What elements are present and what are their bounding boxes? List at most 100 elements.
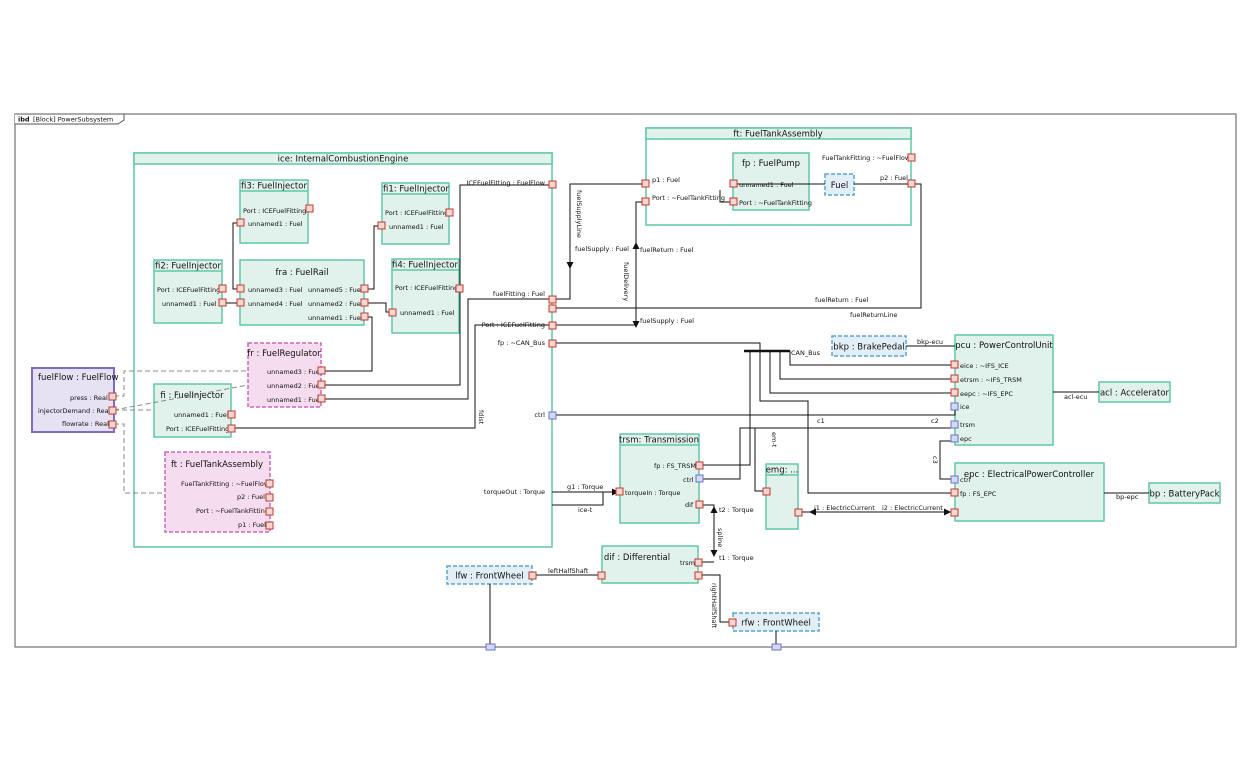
connector-label: i2 : ElectricCurrent — [882, 504, 943, 512]
connector-label: i1 : ElectricCurrent — [814, 504, 875, 512]
port-label: fp : FS_EPC — [960, 490, 997, 498]
connector-label: c1 — [817, 417, 825, 425]
port-label: ctrl — [534, 411, 545, 419]
block-title: pcu : PowerControlUnit — [955, 341, 1053, 351]
block-fra[interactable]: fra : FuelRail unnamed3 : Fuel unnamed4 … — [240, 260, 364, 325]
block-title: fuelFlow : FuelFlow — [38, 373, 118, 383]
port-label: unnamed1 : Fuel — [162, 300, 217, 308]
connector-label: fuelReturn : Fuel — [640, 246, 694, 254]
port-label: injectorDemand : Real — [38, 407, 111, 415]
block-lfw[interactable]: lfw : FrontWheel — [447, 566, 532, 584]
port-label: Port : ICEFuelFitting — [395, 284, 458, 292]
connector-label: fuelReturnLine — [850, 311, 897, 319]
port-label: eepc : ~IFS_EPC — [960, 390, 1013, 398]
port-label: unnamed3 : Fuel — [248, 286, 303, 294]
port-label: etrsm : ~IFS_TRSM — [960, 376, 1022, 384]
block-bp[interactable]: bp : BatteryPack — [1149, 483, 1220, 503]
connector-label: g1 : Torque — [567, 483, 603, 491]
port-label: trsm — [680, 559, 695, 567]
block-fi4[interactable]: fi4: FuelInjector Port : ICEFuelFitting … — [392, 259, 459, 333]
block-title: lfw : FrontWheel — [455, 572, 524, 582]
port-label: ICEFuelFitting : FuelFlow — [466, 179, 545, 187]
port-label: epc — [960, 435, 972, 443]
connector-label: fuelDelivery — [622, 262, 630, 301]
port-label: Port : ~FuelTankFitting — [739, 199, 812, 207]
port-label: ctrl — [683, 476, 694, 484]
connector-label: CAN_Bus — [791, 349, 821, 357]
port-label: p2 : Fuel — [237, 493, 265, 501]
port-label: Port : ICEFuelFitting — [385, 209, 448, 217]
connector-label: fuelReturn : Fuel — [815, 296, 869, 304]
connector-label: c3 — [931, 456, 939, 464]
block-title: ft : FuelTankAssembly — [171, 460, 263, 470]
block-trsm[interactable]: trsm: Transmission fp : FS_TRSM ctrl tor… — [619, 434, 699, 523]
block-title: emg: ... — [766, 466, 799, 476]
port-label: unnamed1 : Fuel — [267, 396, 322, 404]
connector-label: bp-epc — [1116, 493, 1139, 501]
block-title: acl : Accelerator — [1100, 389, 1170, 399]
block-title: fi1: FuelInjector — [383, 185, 449, 195]
block-title: Fuel — [831, 181, 848, 191]
port-label: unnamed1 : Fuel — [174, 411, 229, 419]
port-label: torqueIn : Torque — [625, 489, 680, 497]
block-fi3[interactable]: fi3: FuelInjector Port : ICEFuelFitting … — [240, 180, 308, 243]
connector-label: t2 : Torque — [719, 506, 754, 514]
port-label: flowrate : Real — [62, 420, 109, 428]
connector-label: bkp-ecu — [917, 338, 943, 346]
block-title: rfw : FrontWheel — [741, 619, 811, 629]
block-title: epc : ElectricalPowerController — [964, 470, 1095, 480]
port-label: unnamed1 : Fuel — [308, 314, 363, 322]
connector-label: c2 — [931, 417, 939, 425]
block-rfw[interactable]: rfw : FrontWheel — [733, 613, 819, 631]
block-fi2[interactable]: fi2: FuelInjector Port : ICEFuelFitting … — [154, 260, 222, 323]
connector-label: rightHalfShaft — [710, 583, 718, 629]
port-label: p2 : Fuel — [880, 174, 908, 182]
port-label: p1 : Fuel — [652, 176, 680, 184]
block-title: ft: FuelTankAssembly — [733, 130, 822, 140]
port-label: fuelFitting : Fuel — [493, 290, 545, 298]
port-label: unnamed3 : Fuel — [267, 368, 322, 376]
port-label: unnamed2 : Fuel — [267, 382, 322, 390]
port-label: p1 : Fuel — [238, 521, 266, 529]
block-epc[interactable]: epc : ElectricalPowerController ctrl fp … — [955, 463, 1104, 521]
block-fr[interactable]: fr : FuelRegulator unnamed3 : Fuel unnam… — [247, 343, 321, 407]
port-label: ctrl — [960, 476, 971, 484]
block-title: fi4: FuelInjector — [392, 261, 458, 271]
block-ft-inner[interactable]: ft : FuelTankAssembly FuelTankFitting : … — [165, 452, 270, 532]
block-fi[interactable]: fi : FuelInjector unnamed1 : Fuel Port :… — [154, 384, 231, 437]
port-label: unnamed1 : Fuel — [739, 181, 794, 189]
block-fi1[interactable]: fi1: FuelInjector Port : ICEFuelFitting … — [382, 183, 449, 244]
connector-label: fuelSupplyLine — [575, 190, 583, 238]
connector-label: fuelSupply : Fuel — [640, 317, 694, 325]
port-label: Port : ICEFuelFitting — [157, 286, 220, 294]
connector-label: ice-t — [578, 506, 593, 514]
block-bkp[interactable]: bkp : BrakePedal — [832, 336, 906, 356]
block-title: fra : FuelRail — [275, 268, 328, 278]
port-label: Port : ICEFuelFitting — [166, 425, 229, 433]
block-title: fi3: FuelInjector — [241, 182, 307, 192]
port-label: dif — [685, 501, 694, 509]
port-label: unnamed1 : Fuel — [248, 220, 303, 228]
block-title: fi2: FuelInjector — [155, 262, 221, 272]
block-fp[interactable]: fp : FuelPump unnamed1 : Fuel Port : ~Fu… — [733, 153, 812, 210]
port-label: Port : ~FuelTankFitting — [196, 507, 269, 515]
port-label: unnamed1 : Fuel — [389, 223, 444, 231]
block-title: ice: InternalCombustionEngine — [278, 155, 409, 165]
block-dif[interactable]: dif : Differential trsm — [602, 546, 698, 583]
block-pcu[interactable]: pcu : PowerControlUnit eice : ~IFS_ICE e… — [955, 335, 1053, 445]
block-title: dif : Differential — [604, 553, 670, 563]
block-title: fp : FuelPump — [742, 159, 800, 169]
block-emg[interactable]: emg: ... — [766, 464, 799, 529]
block-title: fr : FuelRegulator — [247, 349, 321, 359]
block-acl[interactable]: acl : Accelerator — [1099, 382, 1170, 402]
port-label: FuelTankFitting : ~FuelFlow — [181, 480, 270, 488]
port-label: fp : FS_TRSM — [654, 462, 696, 470]
port-label: ice — [960, 403, 969, 411]
port-label: torqueOut : Torque — [484, 488, 545, 496]
block-fuel[interactable]: Fuel — [825, 174, 854, 195]
frame-label: [Block] PowerSubsystem — [33, 116, 113, 124]
block-fuelFlow[interactable]: fuelFlow : FuelFlow press : Real injecto… — [32, 368, 118, 432]
port-label: press : Real — [70, 394, 108, 402]
port-label: fp : ~CAN_Bus — [498, 339, 546, 347]
